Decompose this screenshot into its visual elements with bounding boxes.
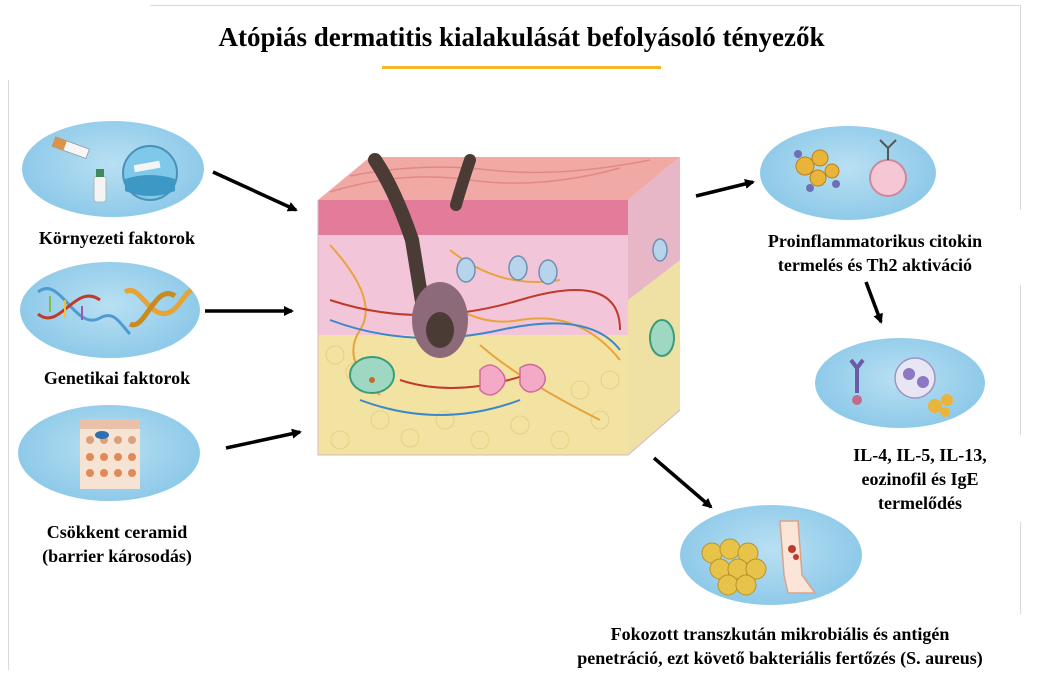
arrow-skin-to-cytokine (696, 182, 753, 196)
arrow-ceramide-to-skin (226, 432, 300, 448)
arrow-skin-to-infection (654, 458, 711, 507)
arrow-environmental-to-skin (213, 172, 296, 210)
arrow-cytokine-to-interleukin (866, 282, 881, 322)
